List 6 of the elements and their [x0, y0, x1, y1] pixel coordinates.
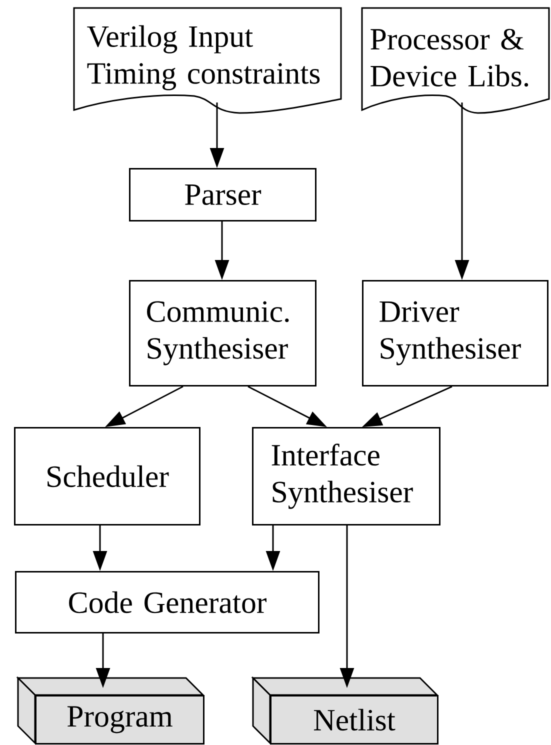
process-box: Driver Synthesiser: [362, 280, 548, 386]
process-box: Communic. Synthesiser: [129, 280, 316, 386]
process-box: Interface Synthesiser: [252, 427, 440, 526]
process-box: Parser: [129, 168, 316, 222]
process-box: Code Generator: [15, 571, 320, 634]
process-box: Scheduler: [14, 427, 200, 526]
